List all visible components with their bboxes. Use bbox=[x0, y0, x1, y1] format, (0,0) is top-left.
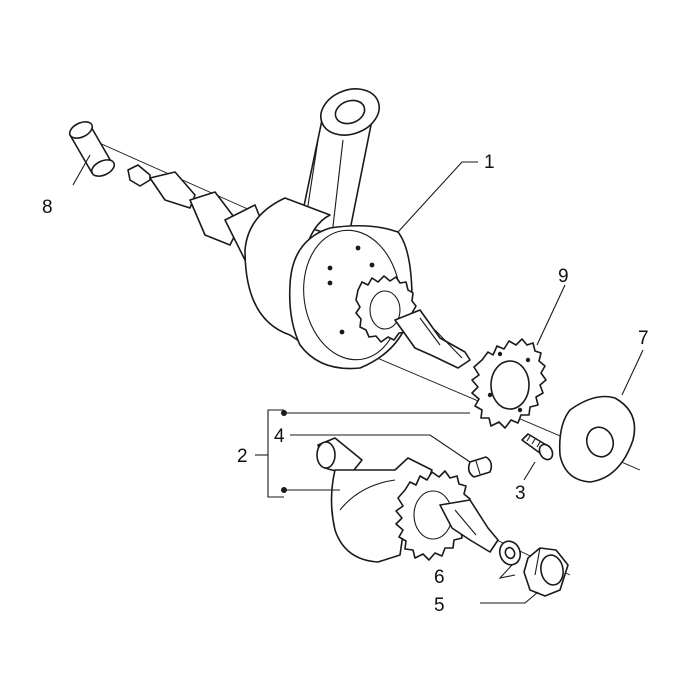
nut-part-5 bbox=[523, 547, 569, 597]
bracket-2 bbox=[267, 409, 284, 498]
callout-6: 6 bbox=[434, 567, 445, 588]
callout-4: 4 bbox=[274, 426, 285, 447]
leader-7 bbox=[621, 349, 644, 396]
callout-labels: 1 2 3 4 5 6 7 8 9 bbox=[42, 152, 649, 616]
callout-3: 3 bbox=[515, 483, 526, 504]
callout-9: 9 bbox=[558, 266, 569, 287]
washer-part-7 bbox=[558, 395, 636, 483]
leader-1 bbox=[397, 161, 478, 233]
leader-9 bbox=[536, 284, 566, 346]
callout-5: 5 bbox=[434, 595, 445, 616]
washer-part-6 bbox=[498, 540, 522, 566]
leader-6 bbox=[498, 564, 516, 579]
callout-1: 1 bbox=[484, 152, 495, 173]
leader-3 bbox=[523, 461, 536, 481]
key-part-4 bbox=[467, 456, 493, 478]
crankshaft-part-1 bbox=[127, 88, 471, 370]
leader-lines bbox=[72, 154, 644, 604]
screw-part-3 bbox=[521, 433, 554, 461]
callout-8: 8 bbox=[42, 197, 53, 218]
leader-8 bbox=[72, 154, 91, 186]
callout-2: 2 bbox=[237, 446, 248, 467]
leader-5 bbox=[480, 591, 539, 604]
balancer-shaft-part-2 bbox=[316, 437, 499, 563]
sprocket-part-9 bbox=[471, 338, 547, 429]
callout-7: 7 bbox=[638, 328, 649, 349]
bushing-part-8 bbox=[68, 121, 116, 177]
leader-4 bbox=[290, 434, 471, 463]
